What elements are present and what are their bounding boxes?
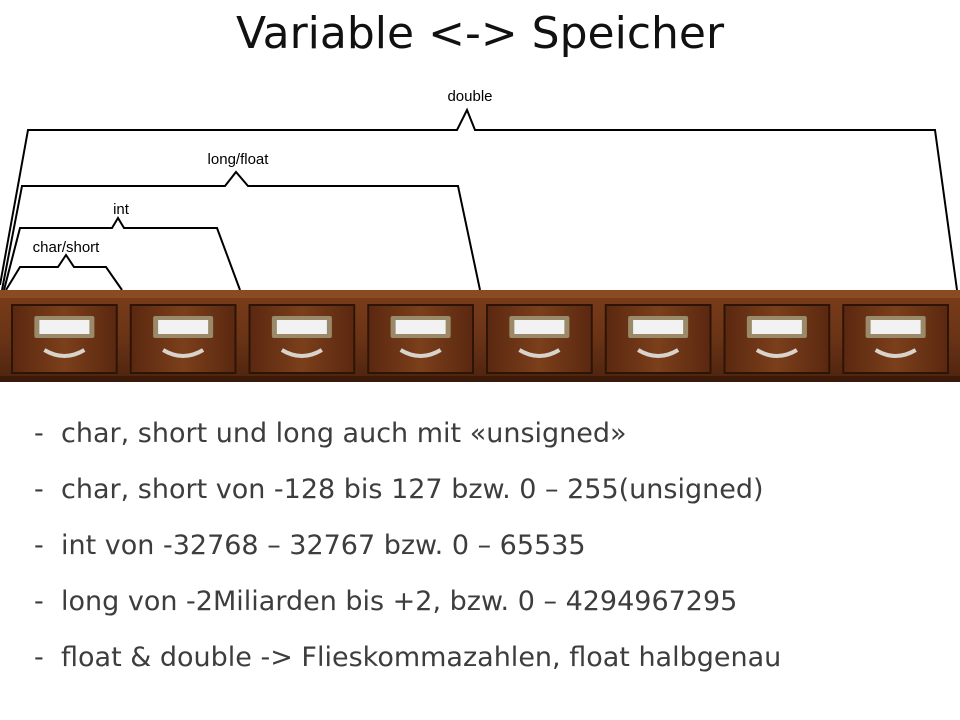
drawer-handle <box>755 348 798 358</box>
drawer-handle <box>518 348 561 358</box>
bracket-long-float-label: long/float <box>208 151 270 168</box>
drawer-front <box>604 304 712 374</box>
bullet-text: char, short von -128 bis 127 bzw. 0 – 25… <box>61 474 764 505</box>
bullet-text: int von -32768 – 32767 bzw. 0 – 65535 <box>61 530 586 561</box>
bullet-item: -char, short von -128 bis 127 bzw. 0 – 2… <box>34 462 781 518</box>
bullet-text: float & double -> Flieskommazahlen, floa… <box>61 642 782 673</box>
bullet-list: -char, short und long auch mit «unsigned… <box>34 406 781 686</box>
drawer-front <box>248 304 356 374</box>
drawer <box>842 304 949 374</box>
drawer <box>129 304 237 374</box>
slide-title: Variable <-> Speicher <box>235 8 725 59</box>
drawer-handle <box>874 348 917 358</box>
drawer-front <box>129 304 237 374</box>
drawer-front <box>486 304 593 374</box>
drawer-handle <box>637 348 680 358</box>
bracket-int: int <box>3 201 241 291</box>
drawer-handle <box>43 348 86 358</box>
bracket-int-label: int <box>113 201 130 218</box>
drawer <box>11 304 118 374</box>
bullet-item: -char, short und long auch mit «unsigned… <box>34 406 781 462</box>
bullet-text: long von -2Miliarden bis +2, bzw. 0 – 42… <box>61 586 738 617</box>
drawer-handle <box>399 348 442 358</box>
drawer-row <box>11 304 949 374</box>
bullet-dash: - <box>34 530 44 561</box>
drawer-front <box>842 304 949 374</box>
bracket-double-label: double <box>447 88 492 105</box>
bracket-double: double <box>0 88 958 291</box>
drawer-handle <box>280 348 323 358</box>
drawer-label-card <box>158 320 209 334</box>
bracket-double-line <box>0 107 958 291</box>
bracket-int-line <box>3 216 241 291</box>
drawer <box>604 304 712 374</box>
bullet-item: -long von -2Miliarden bis +2, bzw. 0 – 4… <box>34 574 781 630</box>
bullet-dash: - <box>34 474 44 505</box>
drawer-label-card <box>276 320 327 334</box>
drawer-label-card <box>870 320 921 334</box>
cabinet-top-edge <box>0 290 960 298</box>
bracket-char-short-line <box>5 253 123 291</box>
drawer <box>367 304 474 374</box>
drawer-label-card <box>514 320 565 334</box>
drawer-label-card <box>633 320 684 334</box>
drawer-label-card <box>395 320 446 334</box>
bracket-char-short: char/short <box>5 239 123 291</box>
bullet-dash: - <box>34 418 44 449</box>
bracket-long-float: long/float <box>1 151 481 291</box>
bullet-item: -float & double -> Flieskommazahlen, flo… <box>34 630 781 686</box>
drawer-handle <box>162 348 205 358</box>
bullet-item: -int von -32768 – 32767 bzw. 0 – 65535 <box>34 518 781 574</box>
memory-diagram: double long/float int char/short <box>0 88 960 382</box>
drawer <box>486 304 593 374</box>
bracket-char-short-label: char/short <box>33 239 101 256</box>
bullet-dash: - <box>34 586 44 617</box>
drawer-front <box>11 304 118 374</box>
bracket-long-float-line <box>1 170 481 291</box>
drawer <box>723 304 831 374</box>
cabinet-bottom-edge <box>0 376 960 382</box>
card-catalog-cabinet <box>0 290 960 382</box>
drawer-label-card <box>39 320 90 334</box>
drawer-front <box>723 304 831 374</box>
drawer <box>248 304 356 374</box>
bullet-dash: - <box>34 642 44 673</box>
drawer-front <box>367 304 474 374</box>
bullet-text: char, short und long auch mit «unsigned» <box>61 418 627 449</box>
drawer-label-card <box>751 320 802 334</box>
